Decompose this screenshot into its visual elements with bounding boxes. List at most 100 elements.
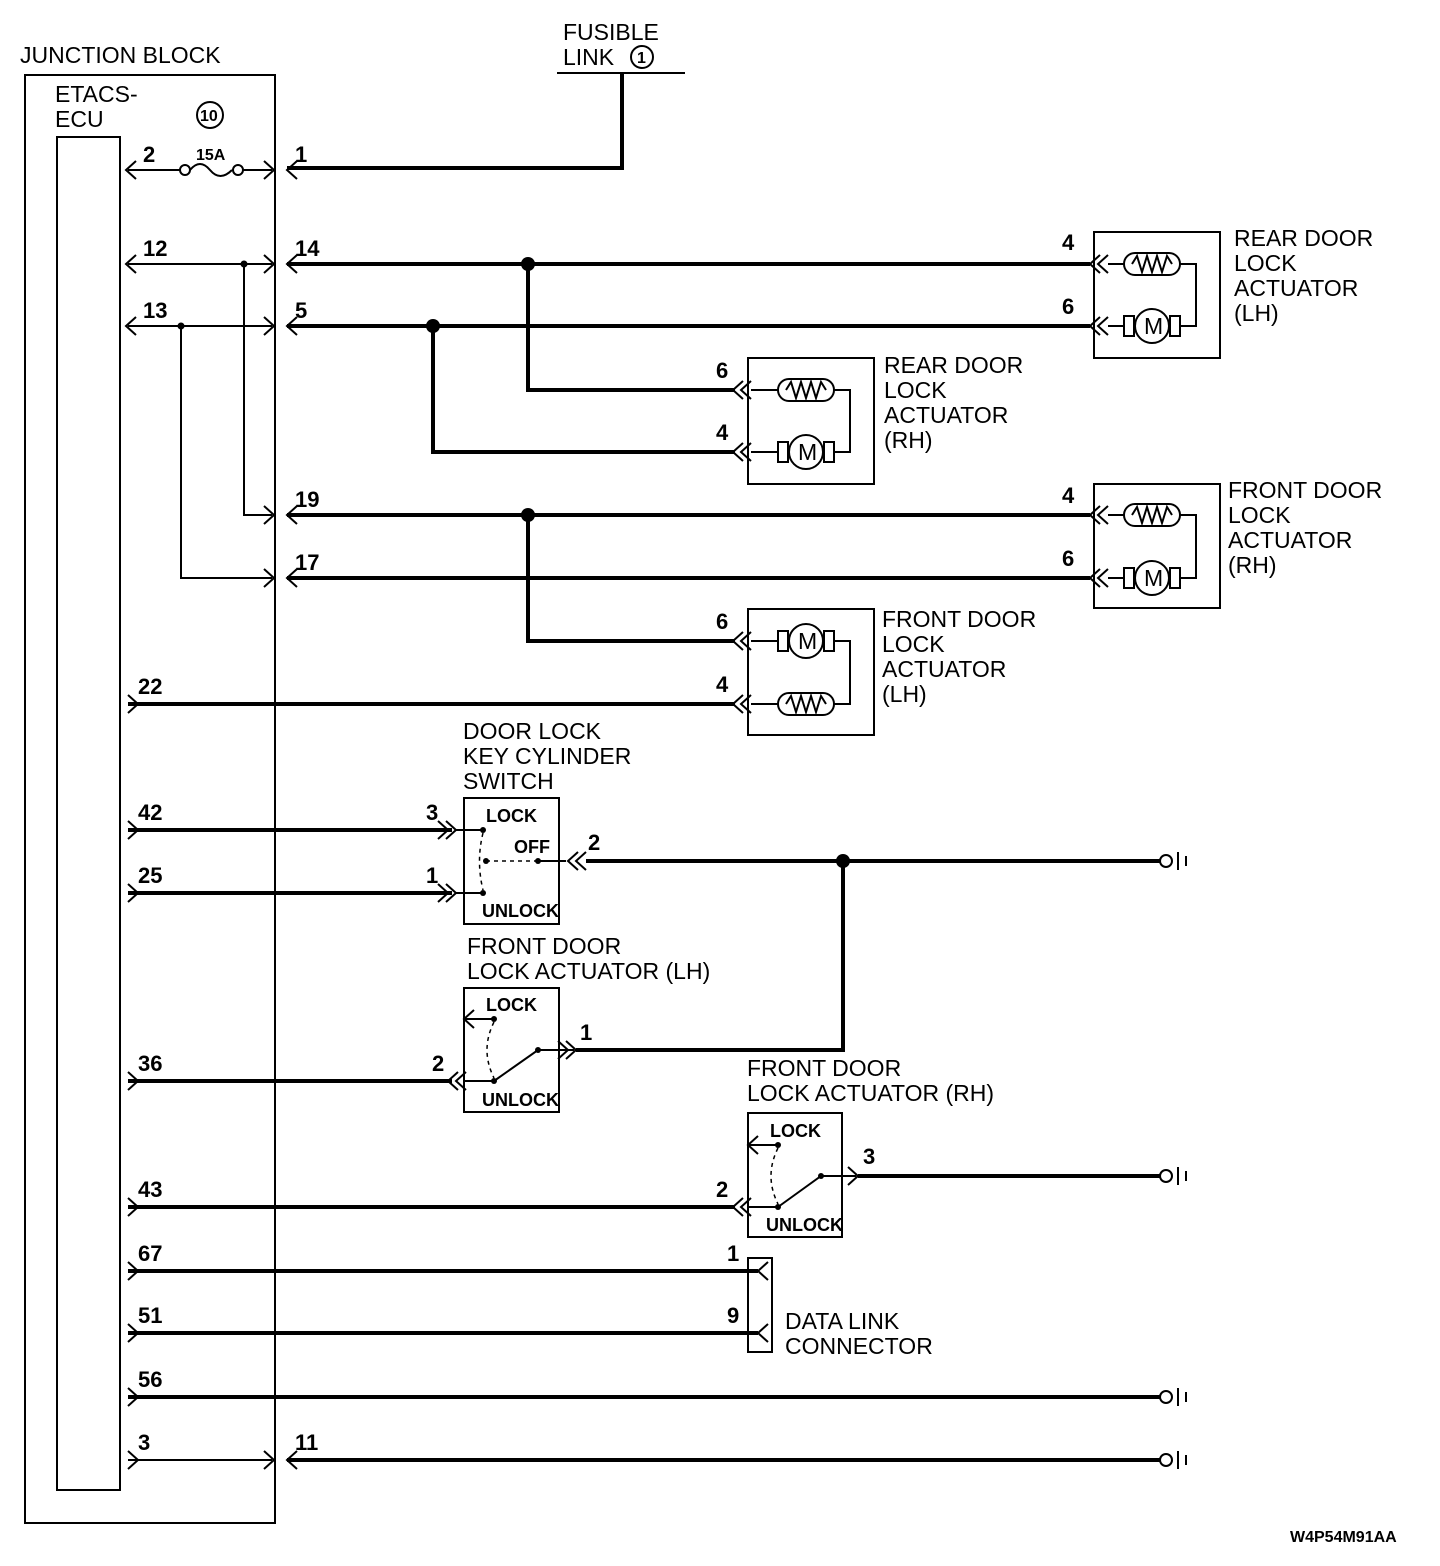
- pin-ecu-43: 43: [138, 1177, 162, 1202]
- etacs-label: ETACS-: [55, 81, 138, 107]
- svg-text:ACTUATOR: ACTUATOR: [882, 656, 1006, 682]
- svg-text:LOCK: LOCK: [882, 631, 945, 657]
- fusible-link-number: 1: [637, 50, 646, 67]
- svg-text:(LH): (LH): [1234, 300, 1279, 326]
- kc-unlock-label: UNLOCK: [482, 901, 559, 921]
- front-door-lh-switch: [463, 987, 574, 1113]
- wire-to-rear-rh-6: [526, 264, 735, 392]
- key-cylinder-switch: [463, 797, 566, 925]
- rear-door-lh-actuator: [1089, 231, 1221, 359]
- fusible-link-number-circle: [630, 45, 654, 69]
- svg-text:FRONT DOOR: FRONT DOOR: [747, 1055, 901, 1081]
- fuse-rating: 15A: [196, 147, 226, 164]
- pin-ecu-67: 67: [138, 1241, 162, 1266]
- pin-jb-17: 17: [295, 550, 319, 575]
- motor-m-fdrh: M: [1144, 565, 1163, 591]
- front-door-lh-label: FRONT DOOR LOCK ACTUATOR (LH): [882, 606, 1036, 707]
- pin-fdrh-6: 6: [1062, 546, 1074, 571]
- rear-door-lh-label: REAR DOOR LOCK ACTUATOR (LH): [1234, 225, 1373, 326]
- motor-m-rdrh: M: [798, 439, 817, 465]
- wire-to-front-lh-6: [526, 515, 735, 643]
- wire-to-rear-rh-4: [431, 326, 735, 454]
- svg-text:FRONT DOOR: FRONT DOOR: [1228, 477, 1382, 503]
- pin-jb-11: 11: [295, 1430, 318, 1455]
- svg-text:CONNECTOR: CONNECTOR: [785, 1333, 933, 1359]
- svg-text:(RH): (RH): [884, 427, 933, 453]
- kc-off-label: OFF: [514, 837, 550, 857]
- fusible-link-label-2: LINK: [563, 44, 615, 70]
- pin-jb-1: 1: [295, 142, 307, 167]
- pin-ecu-22: 22: [138, 674, 162, 699]
- pin-jb-19: 19: [295, 487, 319, 512]
- rear-door-rh-label: REAR DOOR LOCK ACTUATOR (RH): [884, 352, 1023, 453]
- etacs-ecu-box: [56, 136, 121, 1491]
- pin-fdlh-6: 6: [716, 609, 728, 634]
- fdlh-unlock-label: UNLOCK: [482, 1090, 559, 1110]
- pin-ecu-12: 12: [143, 236, 167, 261]
- fuse-15a: [128, 163, 272, 177]
- wire-fusible-link: [287, 73, 624, 170]
- svg-text:DATA LINK: DATA LINK: [785, 1308, 900, 1334]
- svg-text:REAR DOOR: REAR DOOR: [1234, 225, 1373, 251]
- svg-text:(LH): (LH): [882, 681, 927, 707]
- motor-m-fdlh: M: [798, 628, 817, 654]
- svg-text:LOCK: LOCK: [884, 377, 947, 403]
- pin-fdlhsw-1: 1: [580, 1020, 592, 1045]
- pin-ecu-25: 25: [138, 863, 162, 888]
- pin-ecu-51: 51: [138, 1303, 162, 1328]
- pin-ecu-3: 3: [138, 1430, 150, 1455]
- pin-ecu-56: 56: [138, 1367, 162, 1392]
- junction-block-label: JUNCTION BLOCK: [20, 42, 221, 68]
- svg-text:ACTUATOR: ACTUATOR: [884, 402, 1008, 428]
- junction-block-box: [24, 74, 276, 1524]
- ground-icon-4: [1159, 1450, 1187, 1470]
- key-cylinder-switch-label: DOOR LOCK KEY CYLINDER SWITCH: [463, 718, 631, 794]
- pin-ecu-42: 42: [138, 800, 162, 825]
- pin-fdrhsw-3: 3: [863, 1144, 875, 1169]
- data-link-label: DATA LINK CONNECTOR: [785, 1308, 933, 1359]
- svg-text:DOOR LOCK: DOOR LOCK: [463, 718, 602, 744]
- fdlh-lock-label: LOCK: [486, 995, 537, 1015]
- pin-kc-3: 3: [426, 800, 438, 825]
- front-door-rh-actuator: [1089, 483, 1221, 609]
- front-door-lh-actuator: [732, 608, 875, 736]
- front-door-rh-label: FRONT DOOR LOCK ACTUATOR (RH): [1228, 477, 1382, 578]
- fuse-number: 10: [200, 108, 218, 125]
- fusible-link-label: FUSIBLE: [563, 19, 659, 45]
- svg-text:LOCK ACTUATOR (RH): LOCK ACTUATOR (RH): [747, 1080, 994, 1106]
- svg-text:LOCK: LOCK: [1234, 250, 1297, 276]
- pin-fdrhsw-2: 2: [716, 1177, 728, 1202]
- svg-text:(RH): (RH): [1228, 552, 1277, 578]
- pin-kc-1: 1: [426, 863, 438, 888]
- fuse-number-circle: [196, 101, 224, 129]
- kc-lock-label: LOCK: [486, 806, 537, 826]
- svg-text:ACTUATOR: ACTUATOR: [1234, 275, 1358, 301]
- pin-fdrh-4: 4: [1062, 483, 1075, 508]
- pin-rdrh-6: 6: [716, 358, 728, 383]
- pin-kc-2: 2: [588, 830, 600, 855]
- pin-jb-14: 14: [295, 236, 320, 261]
- svg-text:FRONT DOOR: FRONT DOOR: [467, 933, 621, 959]
- pin-fdlhsw-2: 2: [432, 1051, 444, 1076]
- wire-ecu-13-to-17: [180, 326, 272, 579]
- svg-text:LOCK: LOCK: [1228, 502, 1291, 528]
- svg-text:LOCK ACTUATOR (LH): LOCK ACTUATOR (LH): [467, 958, 710, 984]
- pin-fdlh-4: 4: [716, 672, 729, 697]
- front-door-lh-switch-label: FRONT DOOR LOCK ACTUATOR (LH): [467, 933, 710, 984]
- ecu-label: ECU: [55, 106, 104, 132]
- pin-rdrh-4: 4: [716, 420, 729, 445]
- ground-icon-1: [1159, 851, 1187, 871]
- svg-text:REAR DOOR: REAR DOOR: [884, 352, 1023, 378]
- pin-jb-5: 5: [295, 298, 307, 323]
- pin-rdlh-6: 6: [1062, 294, 1074, 319]
- pin-rdlh-4: 4: [1062, 230, 1075, 255]
- svg-text:KEY CYLINDER: KEY CYLINDER: [463, 743, 631, 769]
- wire-ecu-12-to-19: [243, 264, 272, 516]
- front-door-rh-switch: [747, 1112, 856, 1238]
- svg-text:FRONT DOOR: FRONT DOOR: [882, 606, 1036, 632]
- ground-icon-3: [1159, 1387, 1187, 1407]
- wire-fdlhsw-1: [576, 861, 845, 1052]
- fdrh-unlock-label: UNLOCK: [766, 1215, 843, 1235]
- svg-text:ACTUATOR: ACTUATOR: [1228, 527, 1352, 553]
